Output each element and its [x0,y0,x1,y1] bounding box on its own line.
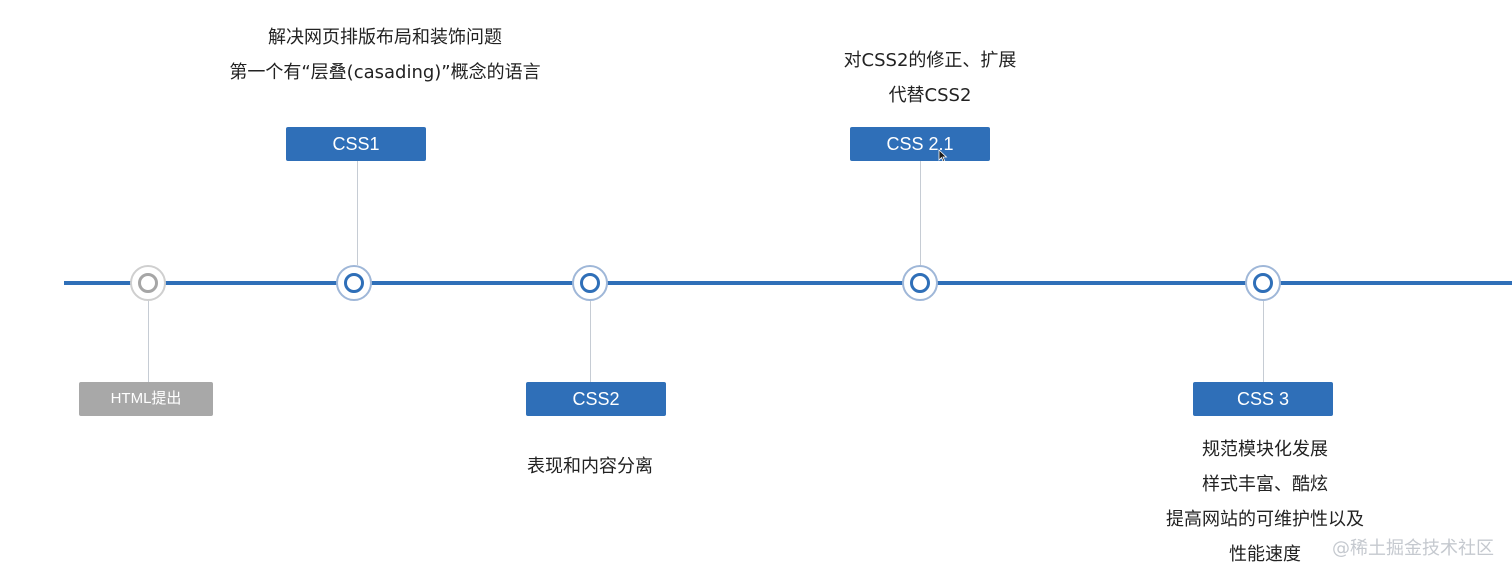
milestone-notes-css1: 解决网页排版布局和装饰问题 第一个有“层叠(casading)”概念的语言 [205,20,565,90]
timeline-node-icon-css3 [1245,265,1281,301]
milestone-tag-html: HTML提出 [79,382,213,416]
timeline-node-icon-css1 [336,265,372,301]
timeline-node-icon-css2 [572,265,608,301]
timeline-node-icon-css21 [902,265,938,301]
milestone-tag-css3: CSS 3 [1193,382,1333,416]
connector-html [148,301,149,382]
milestone-notes-css2: 表现和内容分离 [480,449,700,484]
milestone-tag-css2: CSS2 [526,382,666,416]
note-line: 表现和内容分离 [527,456,653,477]
connector-css3 [1263,301,1264,382]
connector-css2 [590,301,591,382]
milestone-notes-css3: 规范模块化发展 样式丰富、酷炫 提高网站的可维护性以及 性能速度 [1130,432,1400,572]
note-line: 第一个有“层叠(casading)”概念的语言 [229,62,541,83]
note-line: 对CSS2的修正、扩展 [843,50,1017,71]
connector-css21 [920,161,921,265]
note-line: 性能速度 [1229,544,1301,565]
milestone-tag-css1: CSS1 [286,127,426,161]
note-line: 规范模块化发展 [1202,439,1328,460]
milestone-tag-css21: CSS 2.1 [850,127,990,161]
timeline-node-icon-html [130,265,166,301]
note-line: 解决网页排版布局和装饰问题 [268,27,502,48]
timeline-axis [64,281,1512,285]
mouse-cursor-icon [938,149,948,163]
milestone-notes-css21: 对CSS2的修正、扩展 代替CSS2 [800,43,1060,113]
watermark: @稀土掘金技术社区 [1332,538,1494,559]
note-line: 提高网站的可维护性以及 [1166,509,1364,530]
note-line: 样式丰富、酷炫 [1202,474,1328,495]
note-line: 代替CSS2 [888,85,972,106]
connector-css1 [357,161,358,265]
